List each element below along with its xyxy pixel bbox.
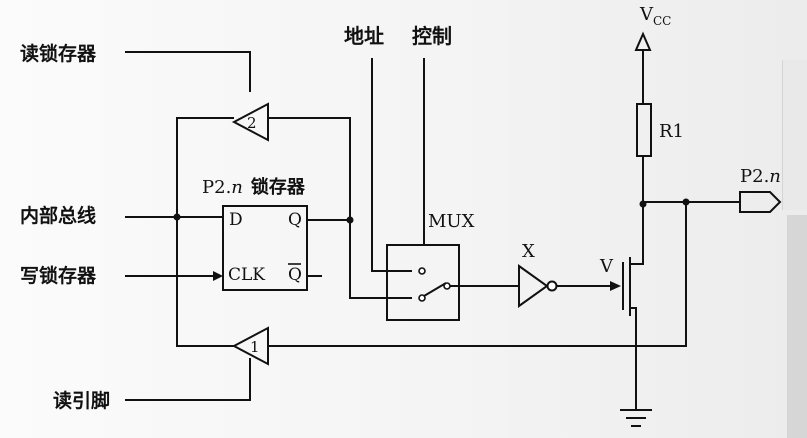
label-write-latch: 写锁存器 <box>20 264 97 287</box>
inverter-bubble <box>546 280 558 292</box>
transistor-drain <box>630 202 644 265</box>
gate-arrow <box>610 281 621 291</box>
latch-pin-d: D <box>229 210 243 230</box>
transistor-source <box>630 307 637 410</box>
label-mux: MUX <box>428 211 475 232</box>
label-internal-bus: 内部总线 <box>20 204 96 227</box>
label-transistor: V <box>599 256 614 277</box>
page-edge-strip-lower <box>787 215 807 438</box>
wire-address <box>371 58 412 272</box>
wire-q-to-mux <box>349 220 412 299</box>
page-edge-strip <box>782 60 807 210</box>
label-pin: P2.n <box>740 166 781 187</box>
wire-read-pin <box>125 358 251 401</box>
label-control: 控制 <box>412 24 452 48</box>
buffer-1-label: 1 <box>250 338 260 356</box>
vcc-arrow <box>634 31 652 51</box>
latch-pin-qbar: Q <box>288 265 302 285</box>
wire-q-feedback <box>268 117 351 220</box>
inverter-triangle <box>518 264 549 308</box>
buffer-1 <box>231 326 269 366</box>
label-read-latch: 读锁存器 <box>20 42 97 65</box>
node-bus <box>173 213 181 221</box>
latch-pin-clk: CLK <box>228 265 265 285</box>
latch-pin-q: Q <box>288 210 302 230</box>
wire-read-latch <box>125 51 251 92</box>
label-inverter: X <box>522 241 535 262</box>
label-read-pin: 读引脚 <box>53 389 110 412</box>
buffer-2 <box>231 102 269 142</box>
wire-left-bus <box>176 117 234 347</box>
mux-switch-arm <box>423 282 447 297</box>
pin-p2n <box>739 191 782 213</box>
clk-arrow <box>213 271 223 281</box>
label-vcc: VCC <box>639 4 671 28</box>
resistor-r1 <box>636 103 652 157</box>
label-r1: R1 <box>659 121 684 142</box>
wire-pin-feedback <box>268 202 687 347</box>
mux-contact-a <box>418 267 426 275</box>
mux-contact-b <box>418 294 426 302</box>
latch-box <box>222 205 308 291</box>
label-address: 地址 <box>344 24 384 48</box>
buffer-2-label: 2 <box>247 114 257 132</box>
